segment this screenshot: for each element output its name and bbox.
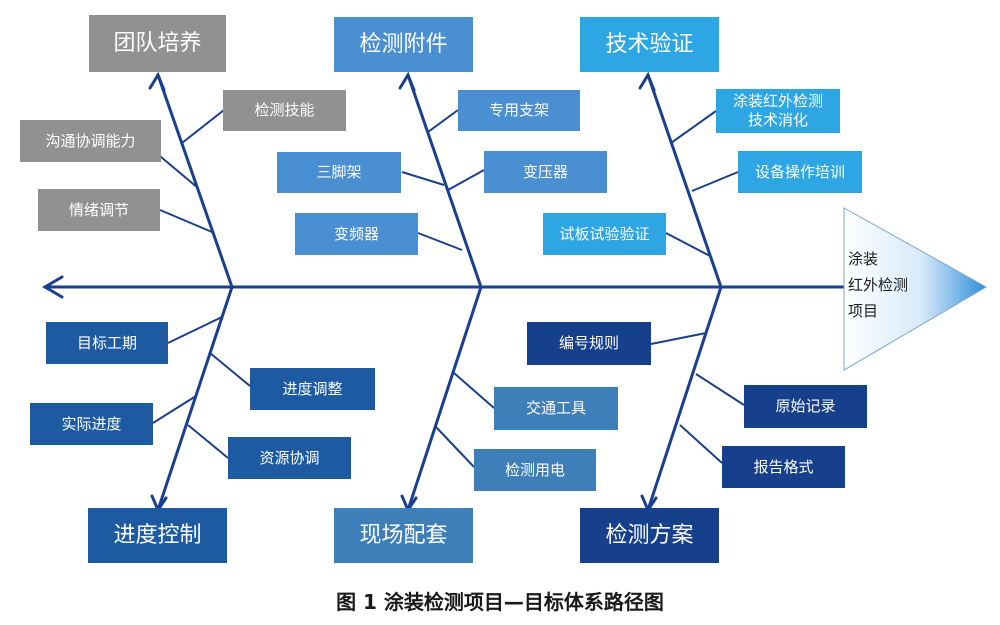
spine-arrowhead	[42, 275, 64, 299]
item-tech-line: 涂装红外检测	[732, 92, 823, 111]
category-accessories: 检测附件	[334, 17, 473, 72]
bone-tech	[646, 73, 723, 289]
item-plan: 报告格式	[722, 446, 845, 488]
item-schedule: 资源协调	[228, 437, 351, 479]
figure-caption: 图 1 涂装检测项目—目标体系路径图	[336, 590, 664, 614]
item-accessories: 专用支架	[458, 90, 580, 131]
item-accessories: 变压器	[484, 151, 607, 193]
item-team: 检测技能	[223, 90, 346, 131]
item-accessories: 变频器	[295, 213, 418, 255]
head-line: 涂装	[848, 250, 879, 268]
item-team: 沟通协调能力	[20, 120, 161, 162]
item-tech: 试板试验验证	[543, 213, 666, 255]
category-plan: 检测方案	[580, 508, 719, 563]
bone-plan	[646, 285, 723, 512]
category-schedule: 进度控制	[88, 508, 227, 563]
fish-head	[843, 207, 988, 371]
category-team: 团队培养	[89, 15, 226, 72]
item-tech-line: 技术消化	[747, 111, 808, 129]
item-tech: 涂装红外检测 技术消化	[716, 89, 840, 133]
category-tech: 技术验证	[580, 17, 719, 72]
item-tech: 设备操作培训	[738, 151, 862, 193]
head-label: 涂装 红外检测 项目	[848, 246, 958, 324]
item-plan: 编号规则	[527, 322, 651, 365]
head-line: 项目	[848, 302, 879, 320]
bone-team	[156, 73, 234, 289]
bone-schedule	[156, 285, 234, 512]
item-schedule: 目标工期	[46, 322, 168, 364]
item-team: 情绪调节	[38, 189, 160, 231]
bone-accessories	[406, 73, 483, 289]
category-site: 现场配套	[334, 508, 473, 563]
item-schedule: 进度调整	[250, 368, 375, 410]
item-accessories: 三脚架	[277, 152, 401, 193]
head-line: 红外检测	[848, 276, 909, 294]
item-schedule: 实际进度	[30, 403, 153, 445]
item-site: 检测用电	[474, 449, 596, 491]
bone-site	[406, 285, 483, 512]
item-site: 交通工具	[494, 387, 618, 430]
item-plan: 原始记录	[744, 385, 867, 428]
